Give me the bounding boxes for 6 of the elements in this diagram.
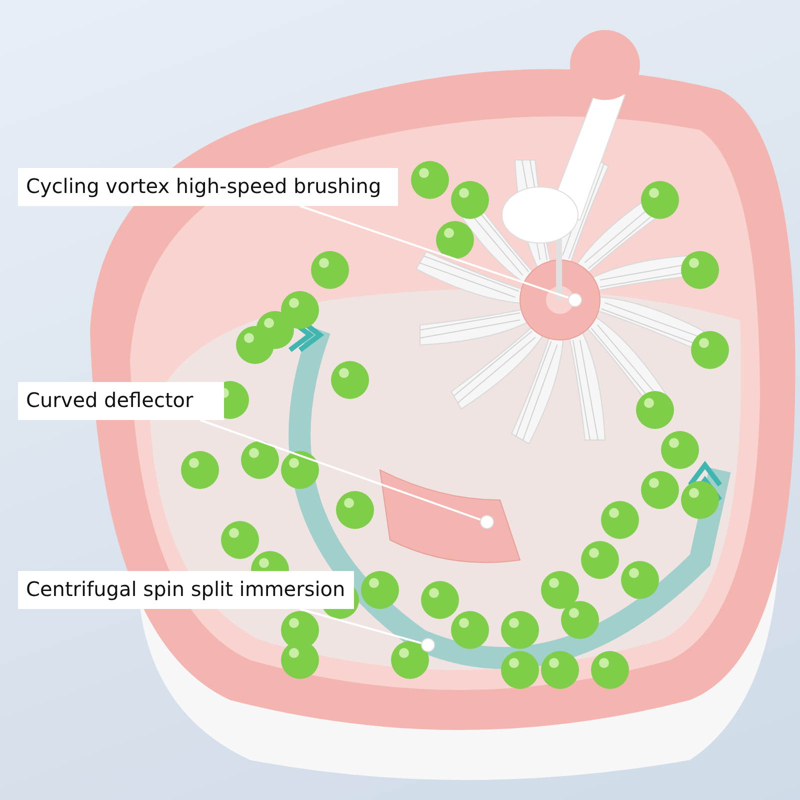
leader-line <box>300 205 569 299</box>
callout-label: Curved deflector <box>18 382 224 420</box>
callout-label: Cycling vortex high-speed brushing <box>18 168 398 206</box>
callout-label: Centrifugal spin split immersion <box>18 571 354 609</box>
leader-line <box>300 608 422 644</box>
leader-line <box>200 419 481 521</box>
